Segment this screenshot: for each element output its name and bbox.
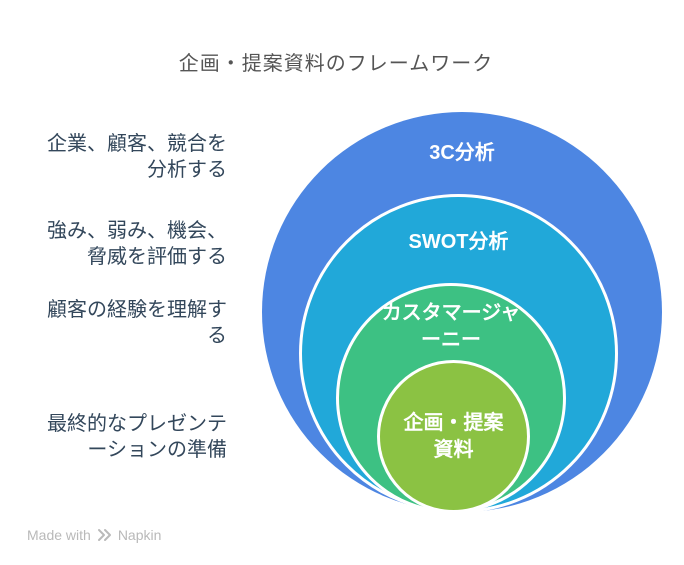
circle-label-3c-analysis: 3C分析: [429, 142, 495, 164]
annotation-swot-analysis: 強み、弱み、機会、 脅威を評価する: [47, 220, 227, 268]
annotation-customer-journey: 顧客の経験を理解す る: [47, 299, 227, 347]
circle-label-customer-journey: カスタマージャ ーニー: [381, 302, 521, 351]
diagram-title: 企画・提案資料のフレームワーク: [178, 53, 494, 75]
made-with-label: Made with: [27, 527, 91, 543]
annotation-final-presentation: 最終的なプレゼンテ ーションの準備: [47, 413, 227, 461]
made-with-napkin-watermark: Made with Napkin: [27, 527, 161, 543]
circle-label-swot-analysis: SWOT分析: [408, 231, 509, 253]
napkin-brand-label: Napkin: [117, 527, 162, 543]
napkin-logo-icon: [97, 528, 112, 542]
annotation-3c-analysis: 企業、顧客、競合を 分析する: [47, 133, 227, 181]
circle-label-planning-proposal: 企画・提案 資料: [403, 411, 504, 461]
circle-planning-proposal: 企画・提案 資料: [377, 360, 530, 513]
